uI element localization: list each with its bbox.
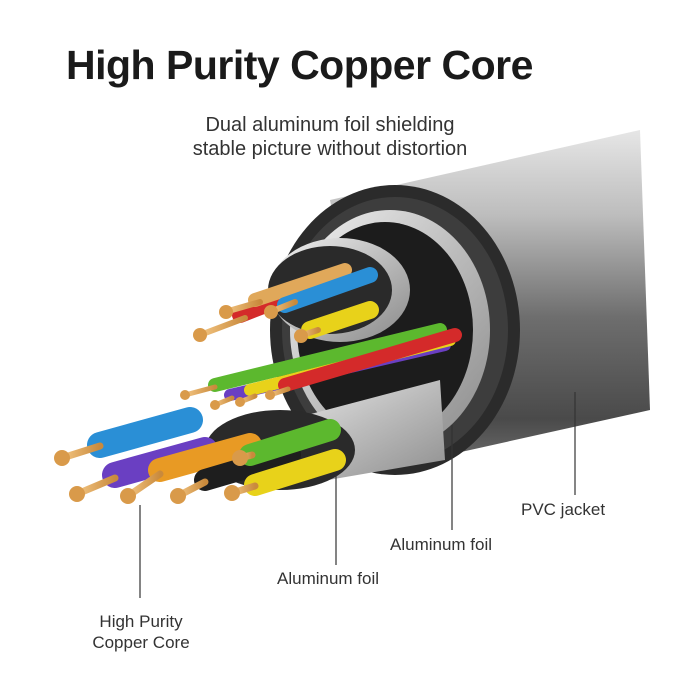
label-copper-core: High Purity Copper Core (76, 611, 206, 653)
label-copper-core-line-1: High Purity (99, 612, 183, 631)
subtitle-line-1: Dual aluminum foil shielding (205, 114, 455, 136)
label-copper-core-line-2: Copper Core (92, 633, 190, 652)
subtitle-line-2: stable picture without distortion (192, 138, 468, 160)
top-wire-group (193, 263, 379, 343)
label-pvc-jacket: PVC jacket (521, 500, 606, 519)
middle-wire-group (180, 323, 462, 410)
page-title: High Purity Copper Core (66, 42, 533, 88)
subtitle: Dual aluminum foil shielding stable pict… (150, 113, 510, 161)
label-aluminum-foil-inner: Aluminum foil (277, 569, 380, 588)
bottom-wire-group (54, 407, 346, 504)
label-aluminum-foil-outer: Aluminum foil (390, 535, 493, 554)
